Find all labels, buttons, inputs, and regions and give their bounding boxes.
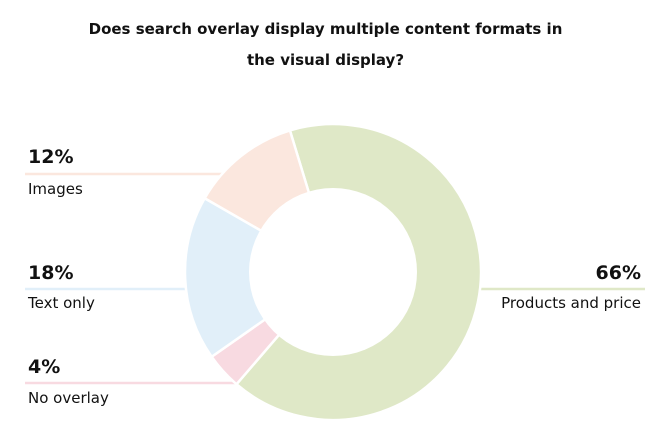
images-percent-label: 12% — [28, 146, 74, 168]
donut-hole — [249, 188, 417, 356]
products-and-price-percent-label: 66% — [595, 262, 641, 284]
text-only-category-label: Text only — [28, 294, 95, 312]
products-and-price-category-label: Products and price — [501, 294, 641, 312]
no-overlay-category-label: No overlay — [28, 389, 109, 407]
images-category-label: Images — [28, 180, 83, 198]
chart-title: Does search overlay display multiple con… — [0, 14, 651, 76]
text-only-percent-label: 18% — [28, 262, 74, 284]
chart-title-line-2: the visual display? — [246, 51, 405, 69]
chart-title-line-1: Does search overlay display multiple con… — [88, 20, 563, 38]
no-overlay-percent-label: 4% — [28, 356, 61, 378]
